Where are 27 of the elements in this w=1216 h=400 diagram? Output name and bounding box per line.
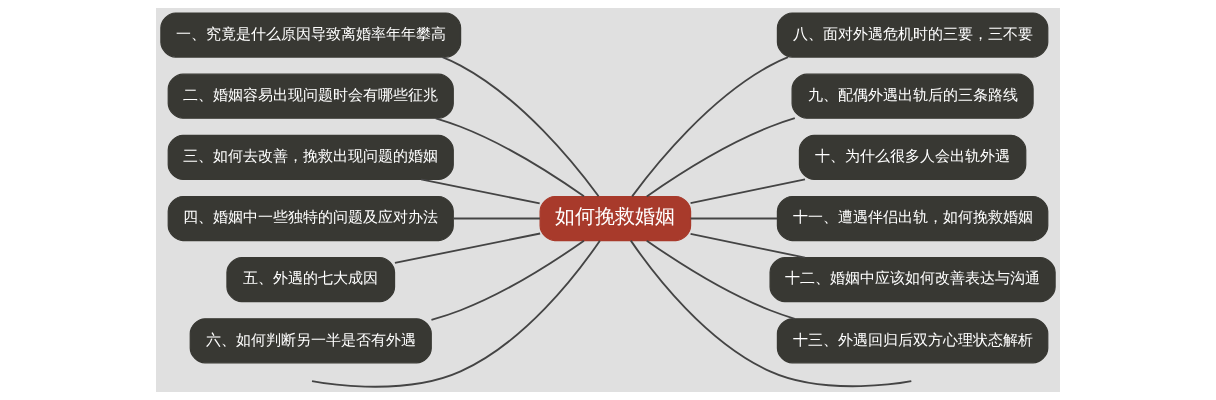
connector xyxy=(629,239,913,388)
connector xyxy=(689,217,778,220)
node-box: 十、为什么很多人会出轨外遇 xyxy=(798,134,1027,180)
node-box: 四、婚姻中一些独特的问题及应对办法 xyxy=(167,195,454,242)
connector xyxy=(689,232,806,259)
node-box: 一、究竟是什么原因导致离婚率年年攀高 xyxy=(160,12,462,58)
connector xyxy=(434,117,585,198)
node-box: 九、配偶外遇出轨后的三条路线 xyxy=(791,73,1034,119)
connector xyxy=(420,178,541,205)
node-box: 八、面对外遇危机时的三要，三不要 xyxy=(776,12,1049,58)
node-box: 二、婚姻容易出现问题时会有哪些征兆 xyxy=(167,73,454,119)
connector xyxy=(430,239,585,321)
node-box: 三、如何去改善，挽救出现问题的婚姻 xyxy=(167,134,454,180)
node-box: 十一、遭遇伴侣出轨，如何挽救婚姻 xyxy=(776,195,1049,242)
node-box: 五、外遇的七大成因 xyxy=(226,257,396,303)
node-box: 十二、婚姻中应该如何改善表达与沟通 xyxy=(769,257,1056,303)
connector xyxy=(441,56,600,198)
connector xyxy=(394,232,542,264)
connector xyxy=(311,239,601,388)
connector xyxy=(689,178,806,205)
connector xyxy=(645,239,796,320)
node-box: 如何挽救婚姻 xyxy=(539,195,692,242)
connector xyxy=(452,217,541,220)
connector xyxy=(631,56,789,198)
node-box: 六、如何判断另一半是否有外遇 xyxy=(189,318,432,364)
node-box: 十三、外遇回归后双方心理状态解析 xyxy=(776,318,1049,364)
connector xyxy=(645,117,796,198)
